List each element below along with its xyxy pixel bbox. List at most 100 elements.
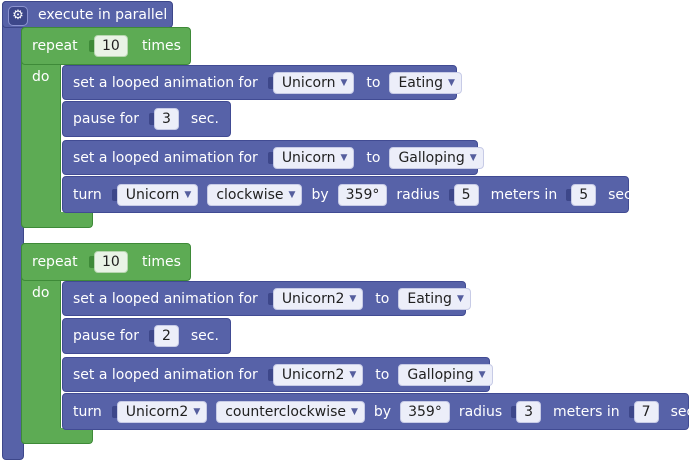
repeat-count-input[interactable]: 10	[94, 251, 128, 273]
animation-value: Galloping	[398, 149, 465, 166]
target-dropdown[interactable]: Unicorn2▼	[272, 287, 364, 310]
pause-seconds-socket[interactable]: 3	[148, 108, 182, 130]
sec-label: sec.	[608, 186, 637, 203]
do-label: do	[32, 69, 50, 85]
duration-socket[interactable]: 7	[628, 400, 662, 423]
animation-dropdown[interactable]: Eating ▼	[389, 71, 462, 94]
socket-tab	[628, 405, 634, 418]
target-socket[interactable]: Unicorn2 ▼	[267, 363, 366, 386]
socket-tab	[448, 188, 454, 201]
chevron-down-icon: ▼	[349, 369, 357, 380]
target-value: Unicorn	[281, 74, 336, 91]
radius-input[interactable]: 5	[453, 183, 479, 206]
by-label: by	[373, 403, 392, 420]
repeat-count-socket[interactable]: 10	[89, 35, 131, 57]
socket-tab	[111, 188, 117, 201]
target-socket[interactable]: Unicorn2▼	[267, 287, 366, 310]
target-socket[interactable]: Unicorn▼	[267, 146, 358, 169]
pause-seconds-input[interactable]: 2	[153, 325, 179, 347]
pause-block[interactable]: pause for 3 sec.	[62, 101, 231, 137]
socket-tab	[267, 151, 273, 164]
duration-input[interactable]: 7	[633, 400, 659, 423]
turn-label: turn	[73, 403, 102, 420]
chevron-down-icon: ▼	[456, 293, 464, 304]
sec-label: sec.	[190, 111, 219, 127]
chevron-down-icon: ▼	[469, 152, 477, 163]
set-animation-block[interactable]: set a looped animation for Unicorn▼ to E…	[62, 65, 462, 100]
repeat-label: repeat	[32, 38, 78, 54]
times-label: times	[142, 254, 181, 270]
do-label: do	[32, 285, 50, 301]
chevron-down-icon: ▼	[193, 406, 201, 417]
animation-dropdown[interactable]: Galloping ▼	[389, 146, 484, 169]
set-animation-block[interactable]: set a looped animation for Unicorn▼ to G…	[62, 140, 484, 175]
direction-dropdown[interactable]: counterclockwise ▼	[216, 400, 365, 423]
target-value: Unicorn2	[281, 290, 345, 307]
to-label: to	[375, 290, 390, 307]
meters-in-label: meters in	[553, 403, 620, 420]
set-animation-label: set a looped animation for	[73, 290, 258, 307]
target-dropdown[interactable]: Unicorn2▼	[116, 400, 208, 423]
direction-dropdown[interactable]: clockwise▼	[207, 183, 303, 206]
socket-tab	[511, 405, 517, 418]
sec-label: sec.	[190, 328, 219, 344]
repeat-count-socket[interactable]: 10	[89, 251, 131, 273]
repeat-header-1[interactable]: repeat 10 times	[21, 27, 191, 65]
animation-value: Galloping	[407, 366, 474, 383]
angle-input[interactable]: 359°	[400, 400, 450, 423]
socket-tab	[267, 292, 273, 305]
meters-in-label: meters in	[490, 186, 558, 203]
turn-block[interactable]: turn Unicorn▼ clockwise▼ by 359° radius …	[62, 176, 636, 213]
chevron-down-icon: ▼	[340, 77, 348, 88]
socket-tab	[89, 256, 94, 268]
pause-block[interactable]: pause for 2 sec.	[62, 318, 231, 354]
times-label: times	[142, 38, 181, 54]
pause-seconds-socket[interactable]: 2	[148, 325, 182, 347]
target-dropdown[interactable]: Unicorn2 ▼	[272, 363, 364, 386]
pause-label: pause for	[73, 328, 139, 344]
duration-input[interactable]: 5	[571, 183, 597, 206]
sec-label: sec.	[670, 403, 690, 420]
chevron-down-icon: ▼	[478, 369, 486, 380]
target-socket[interactable]: Unicorn2▼	[111, 400, 210, 423]
set-animation-block[interactable]: set a looped animation for Unicorn2▼ to …	[62, 357, 493, 392]
target-value: Unicorn2	[281, 366, 345, 383]
pause-label: pause for	[73, 111, 139, 127]
set-animation-block[interactable]: set a looped animation for Unicorn2▼ to …	[62, 281, 471, 316]
target-dropdown[interactable]: Unicorn▼	[116, 183, 199, 206]
chevron-down-icon: ▼	[448, 77, 455, 88]
animation-dropdown[interactable]: Eating ▼	[398, 287, 471, 310]
socket-tab	[267, 76, 273, 89]
radius-socket[interactable]: 5	[448, 183, 482, 206]
target-socket[interactable]: Unicorn▼	[111, 183, 202, 206]
target-socket[interactable]: Unicorn ▼	[267, 71, 358, 94]
socket-tab	[267, 368, 273, 381]
repeat-footer-1	[21, 212, 93, 228]
angle-input[interactable]: 359°	[337, 183, 388, 206]
animation-value: Eating	[398, 74, 444, 91]
socket-tab	[566, 188, 572, 201]
gear-icon[interactable]: ⚙	[8, 6, 28, 26]
radius-input[interactable]: 3	[516, 400, 542, 423]
chevron-down-icon: ▼	[351, 406, 358, 417]
socket-tab	[89, 40, 94, 52]
duration-socket[interactable]: 5	[566, 183, 599, 206]
animation-value: Eating	[407, 290, 452, 307]
animation-dropdown[interactable]: Galloping ▼	[398, 363, 493, 386]
chevron-down-icon: ▼	[340, 152, 348, 163]
set-animation-label: set a looped animation for	[73, 366, 258, 383]
to-label: to	[375, 366, 390, 383]
repeat-header-2[interactable]: repeat 10 times	[21, 243, 191, 281]
target-dropdown[interactable]: Unicorn ▼	[272, 71, 355, 94]
set-animation-label: set a looped animation for	[73, 149, 258, 166]
radius-socket[interactable]: 3	[511, 400, 544, 423]
direction-value: counterclockwise	[225, 403, 346, 420]
execute-in-parallel-header[interactable]: ⚙ execute in parallel	[2, 1, 173, 28]
pause-seconds-input[interactable]: 3	[153, 108, 179, 130]
repeat-count-input[interactable]: 10	[94, 35, 128, 57]
socket-tab	[148, 330, 154, 342]
turn-block[interactable]: turn Unicorn2▼ counterclockwise ▼ by 359°…	[62, 393, 690, 430]
target-dropdown[interactable]: Unicorn▼	[272, 146, 355, 169]
turn-label: turn	[73, 186, 102, 203]
chevron-down-icon: ▼	[288, 189, 296, 200]
